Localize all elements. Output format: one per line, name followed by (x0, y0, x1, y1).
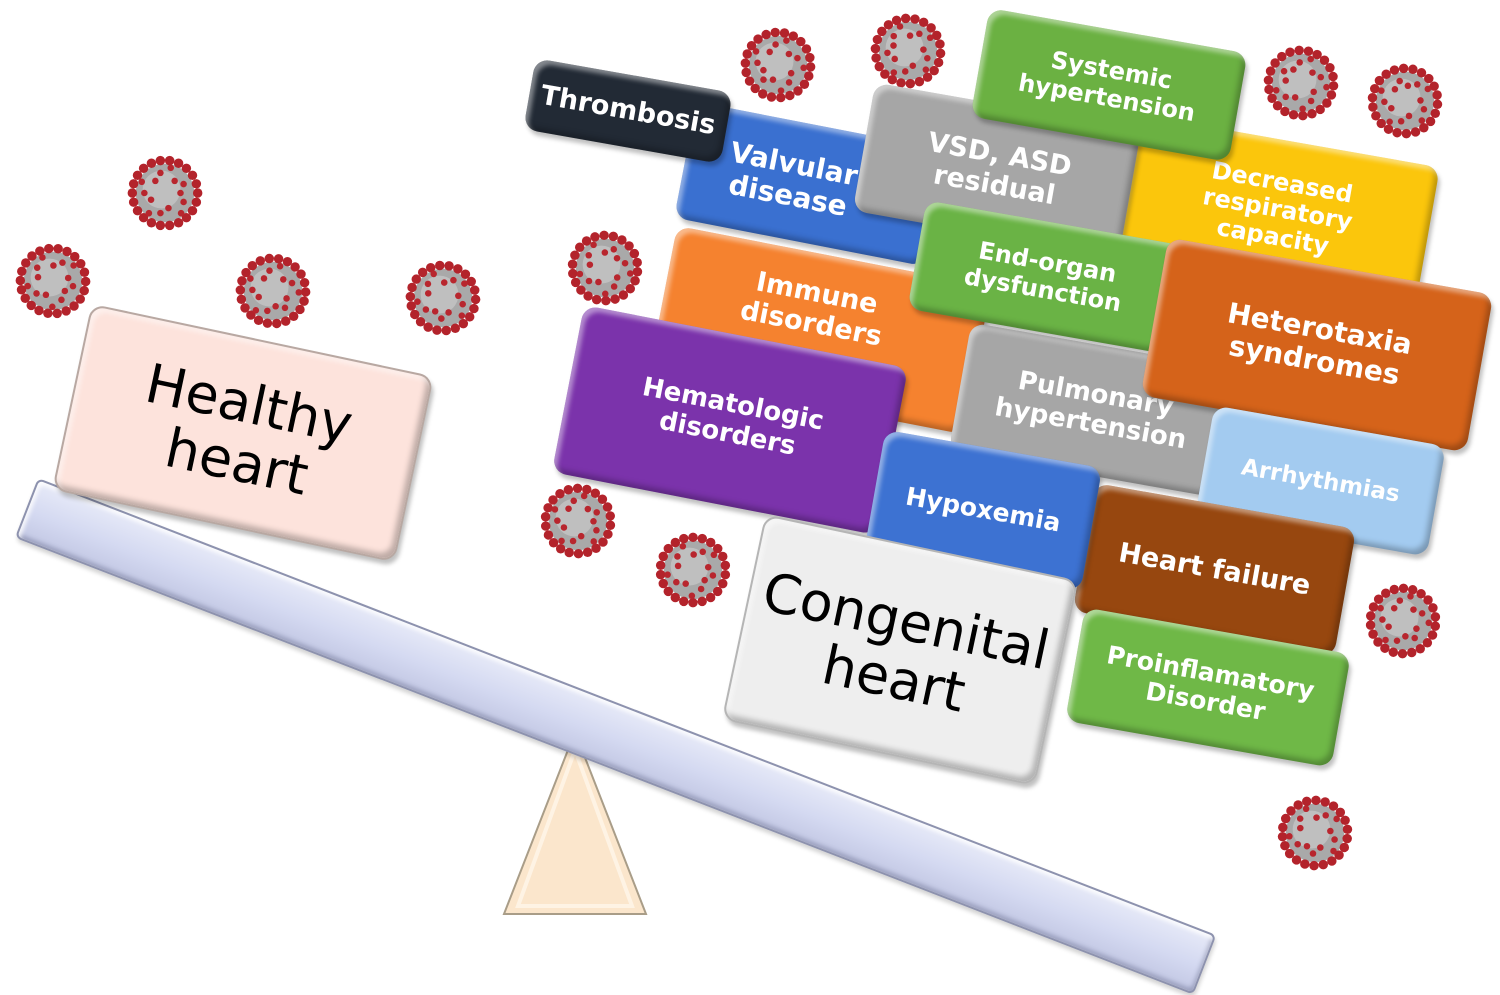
coronavirus-icon (1277, 795, 1353, 871)
coronavirus-icon (567, 230, 643, 306)
risk-block-thrombosis: Thrombosis (523, 58, 733, 164)
healthy-heart-label: Healthy heart (140, 351, 359, 508)
fulcrum-triangle (502, 729, 648, 915)
coronavirus-icon (870, 13, 946, 89)
coronavirus-icon (1263, 45, 1339, 121)
coronavirus-icon (405, 260, 481, 336)
coronavirus-icon (1367, 63, 1443, 139)
coronavirus-icon (540, 483, 616, 559)
coronavirus-icon (1365, 583, 1441, 659)
seesaw-diagram: Healthy heart Immune disorders Valvular … (14, 8, 1494, 995)
coronavirus-icon (235, 253, 311, 329)
congenital-heart-label: Congenital heart (757, 559, 1056, 725)
coronavirus-icon (127, 155, 203, 231)
coronavirus-icon (15, 243, 91, 319)
coronavirus-icon (655, 532, 731, 608)
coronavirus-icon (740, 27, 816, 103)
